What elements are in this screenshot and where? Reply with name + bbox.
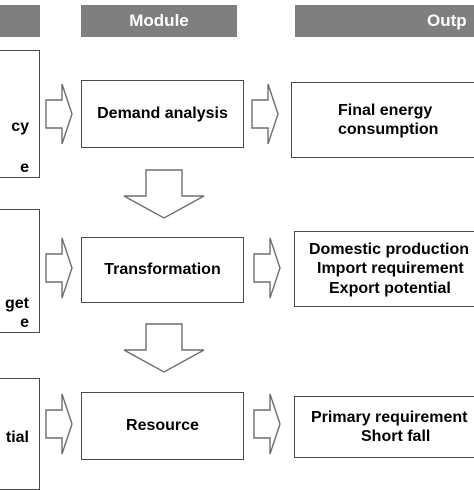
output-box-2-line-3: Export potential (329, 279, 451, 297)
down-arrow-icon (123, 169, 205, 219)
output-box-1: Final energy consumption (291, 82, 474, 158)
left-box-1-line-2: e (20, 158, 29, 176)
output-box-2-line-1: Domestic production (309, 241, 470, 259)
left-box-1: cy e (0, 50, 40, 178)
header-output-label: Outp (427, 11, 467, 30)
left-box-2: get e (0, 209, 40, 333)
right-arrow-icon (45, 237, 73, 299)
left-box-2-line-2: e (20, 313, 29, 331)
left-box-1-line-1: cy (11, 117, 29, 135)
right-arrow-icon (251, 83, 279, 145)
arrows-layer (45, 83, 281, 455)
output-box-3-line-2: Short fall (361, 428, 431, 445)
left-box-2-line-1: get (5, 294, 29, 312)
right-arrow-icon (45, 83, 73, 145)
output-box-2: Domestic production Import requirement E… (294, 231, 474, 307)
module-demand-analysis: Demand analysis (81, 80, 244, 148)
header-left (0, 5, 40, 37)
module-transformation: Transformation (81, 237, 244, 303)
module-demand-analysis-label: Demand analysis (97, 105, 228, 123)
header-module-label: Module (129, 11, 189, 30)
left-box-3: tial (0, 378, 40, 490)
output-box-3: Primary requirement Short fall (294, 396, 474, 458)
right-arrow-icon (253, 393, 281, 455)
left-box-3-line-1: tial (5, 428, 29, 446)
right-arrow-icon (45, 393, 73, 455)
module-transformation-label: Transformation (104, 261, 221, 279)
header-output: Outp (295, 5, 474, 37)
output-box-3-line-1: Primary requirement (311, 408, 468, 426)
output-box-1-line-1: Final energy (338, 101, 433, 119)
down-arrow-icon (123, 323, 205, 373)
right-arrow-icon (253, 237, 281, 299)
output-box-1-line-2: consumption (338, 121, 439, 138)
header-module: Module (81, 5, 237, 37)
module-resource: Resource (81, 392, 244, 460)
output-box-2-line-2: Import requirement (317, 260, 464, 278)
module-resource-label: Resource (126, 417, 199, 435)
flow-diagram: Module Outp cy e get e tial Demand analy… (0, 5, 474, 490)
